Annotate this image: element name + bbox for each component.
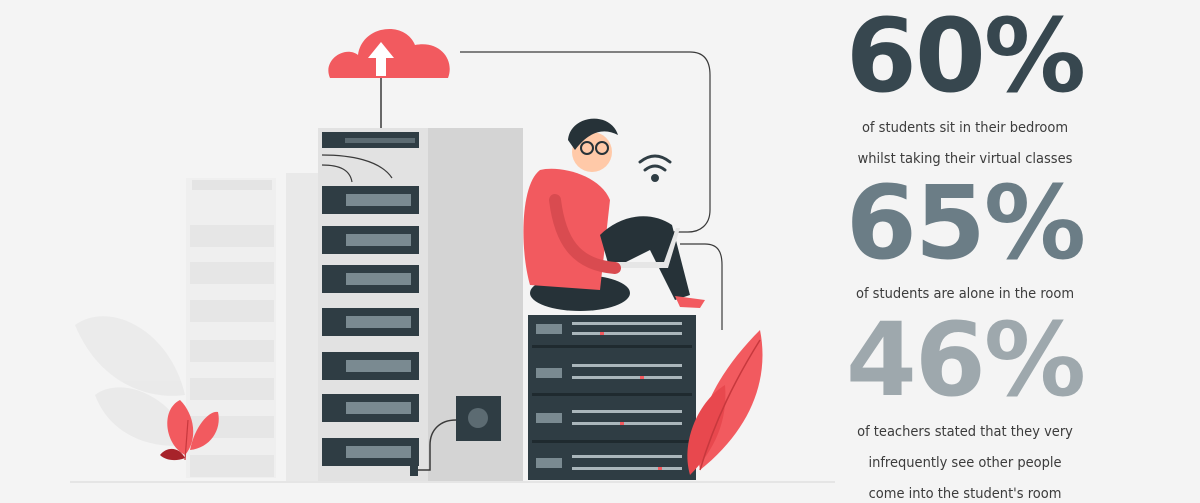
stat-caption-line: of students sit in their bedroom — [861, 120, 1069, 136]
cloud-upload-icon — [328, 28, 450, 128]
stat-caption-line: of students are alone in the room — [855, 286, 1075, 302]
wifi-icon — [638, 154, 672, 182]
server-stack — [528, 315, 696, 480]
power-socket-icon — [410, 396, 501, 476]
stat-value: 65% — [845, 164, 1086, 283]
stat-caption-line: whilst taking their virtual classes — [857, 151, 1073, 167]
background-server-rack — [186, 178, 276, 478]
stat-caption-line: come into the student's room — [868, 486, 1062, 502]
stat-alone: 65% of students are alone in the room — [830, 173, 1100, 305]
person-with-laptop — [523, 118, 705, 311]
stat-caption-line: of teachers stated that they very — [857, 424, 1073, 440]
main-server-rack — [286, 128, 523, 483]
network-cable — [460, 51, 711, 233]
stat-value: 60% — [845, 0, 1086, 116]
stat-bedroom: 60% of students sit in their bedroom whi… — [830, 6, 1100, 170]
stat-value: 46% — [845, 301, 1086, 420]
server-illustration — [70, 28, 835, 483]
background-rack-units — [190, 225, 274, 477]
stat-teachers: 46% of teachers stated that they very in… — [830, 310, 1100, 503]
red-leaf-right — [687, 330, 763, 475]
red-leaf-left — [160, 400, 219, 461]
rack-unit-vents — [346, 194, 411, 458]
stat-caption-line: infrequently see other people — [868, 455, 1062, 471]
background-leaf-left — [75, 316, 190, 446]
